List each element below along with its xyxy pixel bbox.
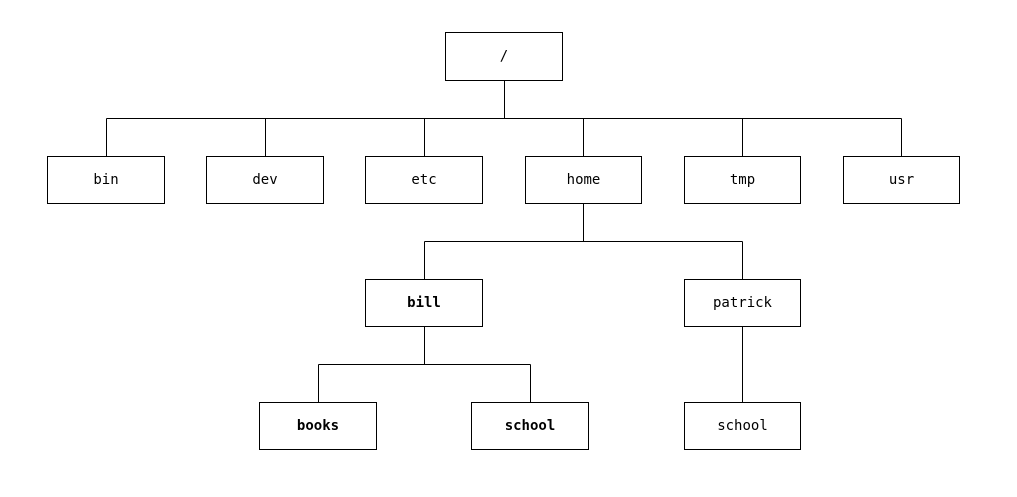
tree-node-etc: etc [365,156,483,204]
node-box [206,156,324,204]
tree-node-home: home [525,156,642,204]
node-label: patrick [713,295,773,311]
node-box [684,279,801,327]
tree-edges [106,80,902,402]
node-label: etc [411,172,436,188]
tree-node-books: books [259,402,377,450]
tree-node-school-patrick: school [684,402,801,450]
node-label: home [567,172,601,188]
node-box [684,402,801,450]
node-box [525,156,642,204]
tree-node-dev: dev [206,156,324,204]
node-label: tmp [730,172,755,188]
tree-node-bin: bin [47,156,165,204]
tree-node-root: / [445,32,563,81]
node-box [684,156,801,204]
node-box [259,402,377,450]
tree-node-bill: bill [365,279,483,327]
tree-node-patrick: patrick [684,279,801,327]
node-box [365,279,483,327]
node-label: school [717,418,768,434]
tree-node-usr: usr [843,156,960,204]
node-box [365,156,483,204]
node-label: bin [93,172,118,188]
node-label: books [297,418,339,434]
node-box [843,156,960,204]
node-label: usr [889,172,914,188]
node-box [445,32,563,81]
node-label: dev [252,172,277,188]
tree-node-school-bill: school [471,402,589,450]
tree-nodes: / bin dev etc home tmp usr bill patrick books scho… [47,32,960,450]
node-box [471,402,589,450]
node-box [47,156,165,204]
node-label: bill [407,295,441,311]
node-label: / [500,49,508,65]
tree-node-tmp: tmp [684,156,801,204]
node-label: school [505,418,556,434]
